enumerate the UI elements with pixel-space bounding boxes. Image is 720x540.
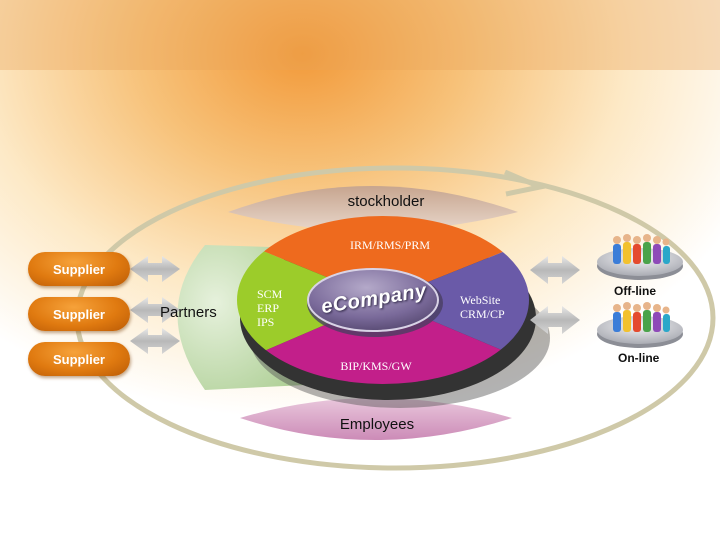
customer-arrows <box>530 256 580 334</box>
offline-label: Off-line <box>614 284 656 298</box>
double-arrow-icon <box>530 306 580 334</box>
supplier-label: Supplier <box>52 306 105 322</box>
stockholder-band <box>228 186 518 231</box>
ring-top-label: IRM/RMS/PRM <box>349 238 431 252</box>
supplier-pill: Supplier <box>28 297 130 331</box>
center-disk <box>307 268 439 332</box>
ring-segment-left <box>237 216 383 384</box>
employees-band <box>240 398 512 440</box>
double-arrow-icon <box>130 328 180 354</box>
double-arrow-icon <box>530 256 580 284</box>
people-group-icon <box>597 234 683 280</box>
ring-left-label: SCM <box>257 287 283 301</box>
people-group-icon <box>597 302 683 348</box>
supplier-pill: Supplier <box>28 252 130 286</box>
ring-left-labels: SCM ERP IPS <box>257 287 282 329</box>
ring-left-label: IPS <box>257 315 275 329</box>
double-arrow-icon <box>130 256 180 282</box>
supplier-label: Supplier <box>52 261 105 277</box>
online-label: On-line <box>618 351 660 365</box>
supplier-label: Supplier <box>52 351 105 367</box>
ring-segment-right <box>383 216 529 384</box>
ring-left-label: ERP <box>257 301 280 315</box>
supplier-pill: Supplier <box>28 342 130 376</box>
stockholder-label: stockholder <box>347 193 425 210</box>
supplier-arrows <box>130 256 180 354</box>
ring-right-labels: WebSite CRM/CP <box>460 293 505 321</box>
ring-right-label: CRM/CP <box>460 307 505 321</box>
ring-bottom-label: BIP/KMS/GW <box>340 359 412 373</box>
background-band <box>0 0 720 70</box>
ring-right-label: WebSite <box>460 293 501 307</box>
cycle-arrowhead <box>504 169 549 197</box>
employees-label: Employees <box>339 416 415 433</box>
partners-label: Partners <box>160 304 217 321</box>
double-arrow-icon <box>130 297 180 323</box>
